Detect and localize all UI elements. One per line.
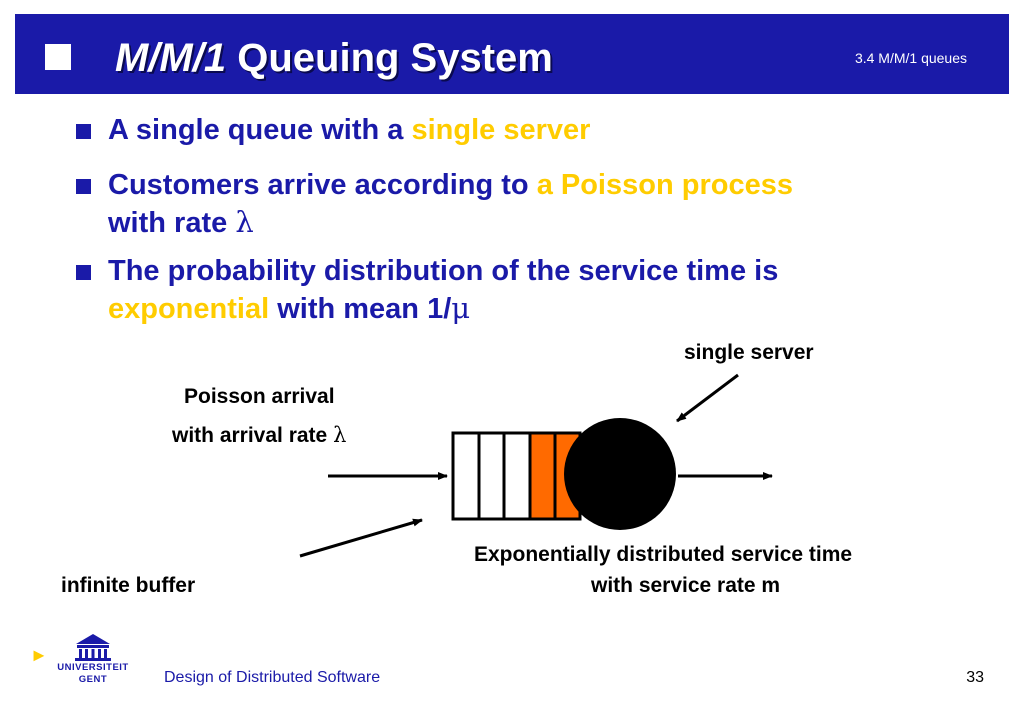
bullet-marker	[76, 265, 91, 280]
title-bullet-square	[45, 44, 71, 70]
slide-title-italic: M/M/1	[115, 36, 227, 80]
bullet-1-text: A single queue with a	[108, 114, 412, 146]
page-number: 33	[966, 669, 984, 686]
label-poisson-arrival: Poisson arrival	[184, 385, 335, 408]
bullet-3-highlight: exponential	[108, 293, 270, 325]
label-arrival-rate-text: with arrival rate	[172, 424, 334, 447]
university-logo: UNIVERSITEIT GENT	[52, 632, 134, 692]
label-single-server: single server	[684, 341, 814, 364]
nav-arrow-icon[interactable]: ►	[30, 645, 48, 665]
queue-buffer	[451, 431, 582, 521]
footer-course-title: Design of Distributed Software	[164, 669, 381, 686]
slide-title-rest: Queuing System	[226, 36, 553, 80]
mu-symbol: μ	[451, 291, 471, 325]
bullet-1-highlight: single server	[411, 114, 591, 146]
bullet-3-line-1: The probability distribution of the serv…	[108, 255, 779, 287]
bullet-3-line-2: exponential with mean 1/μ	[108, 291, 470, 326]
label-service-time: Exponentially distributed service time	[474, 543, 853, 566]
lambda-symbol: λ	[333, 423, 347, 447]
server-pointer-arrow	[676, 373, 739, 423]
server-circle	[564, 418, 676, 530]
title-bar: M/M/1 Queuing System 3.4 M/M/1 queues	[15, 14, 1009, 94]
bullet-marker	[76, 124, 91, 139]
buffer-pointer-arrow	[299, 518, 423, 558]
label-infinite-buffer: infinite buffer	[61, 574, 196, 597]
logo-text-line-1: UNIVERSITEIT	[57, 662, 129, 673]
bullet-2-highlight: a Poisson process	[536, 169, 793, 201]
bullet-2-line-1: Customers arrive according to a Poisson …	[108, 169, 793, 202]
bullet-3-text: with mean 1/	[269, 293, 452, 325]
bullet-2-text: Customers arrive according to	[108, 169, 537, 201]
slide-title: M/M/1 Queuing System	[115, 36, 553, 81]
logo-building-icon	[75, 634, 111, 661]
bullet-1: A single queue with a single server	[108, 114, 590, 147]
lambda-symbol: λ	[235, 205, 254, 239]
label-arrival-rate: with arrival rate λ	[172, 423, 346, 448]
bullet-2-line-2: with rate λ	[108, 205, 254, 240]
logo-text-line-2: GENT	[78, 674, 108, 685]
bullet-marker	[76, 179, 91, 194]
label-service-rate: with service rate m	[591, 574, 781, 597]
bullet-2-line-2-text: with rate	[108, 207, 236, 239]
section-label: 3.4 M/M/1 queues	[854, 50, 967, 66]
